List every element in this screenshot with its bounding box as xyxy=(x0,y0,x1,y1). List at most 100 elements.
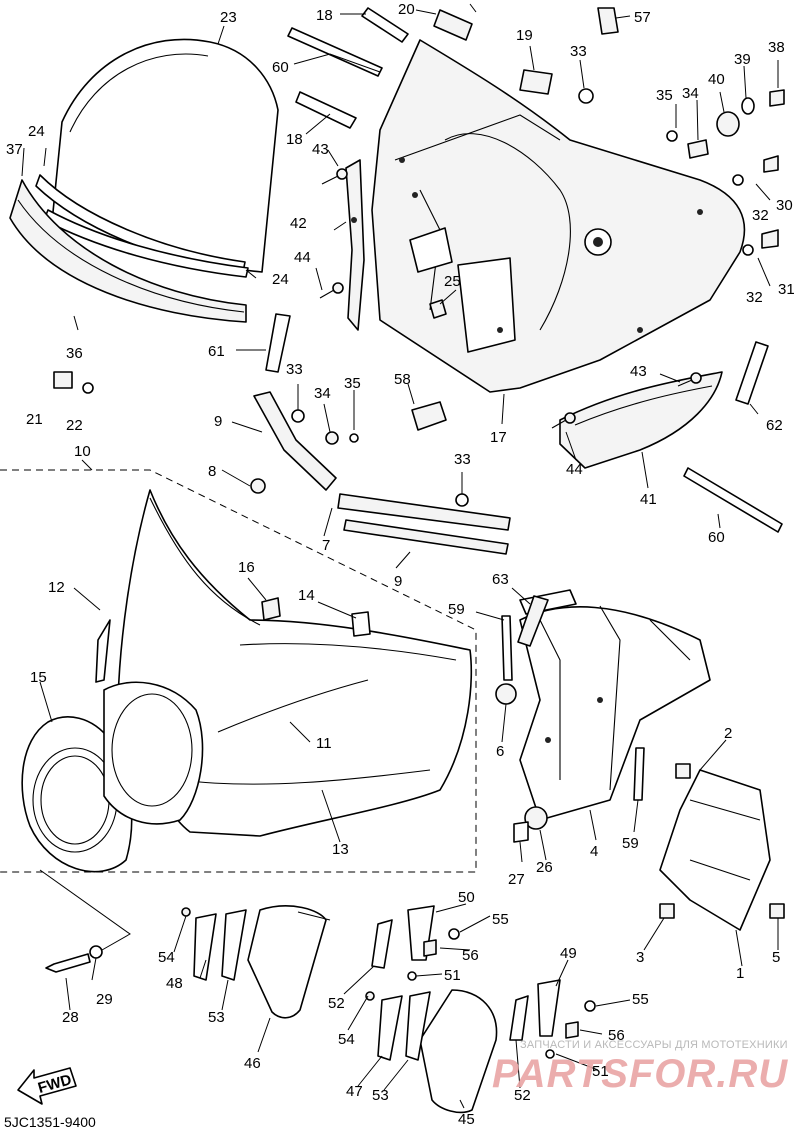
callout-10: 10 xyxy=(74,443,91,460)
callout-43: 43 xyxy=(630,363,647,380)
pins xyxy=(501,595,645,801)
small-brackets xyxy=(411,299,447,431)
callout-51: 51 xyxy=(592,1063,609,1080)
callout-9: 9 xyxy=(394,573,402,590)
callout-7: 7 xyxy=(322,537,330,554)
callout-9: 9 xyxy=(214,413,222,430)
callout-25: 25 xyxy=(444,273,461,290)
callout-14: 14 xyxy=(298,587,315,604)
callout-30: 30 xyxy=(776,197,793,214)
callout-5: 5 xyxy=(772,949,780,966)
callout-50: 50 xyxy=(458,889,475,906)
callout-55: 55 xyxy=(632,991,649,1008)
fwd-arrow: FWD xyxy=(17,1067,77,1105)
callout-43: 43 xyxy=(312,141,329,158)
callout-40: 40 xyxy=(708,71,725,88)
callout-35: 35 xyxy=(344,375,361,392)
callout-59: 59 xyxy=(622,835,639,852)
lower-panel-left xyxy=(193,905,327,1019)
callout-33: 33 xyxy=(570,43,587,60)
callout-11: 11 xyxy=(316,735,332,752)
callout-57: 57 xyxy=(634,9,651,26)
callout-numbers: 23 18 20 57 19 33 60 38 39 40 35 34 24 3… xyxy=(6,1,795,1128)
callout-16: 16 xyxy=(238,559,255,576)
callout-1: 1 xyxy=(736,965,744,982)
callout-46: 46 xyxy=(244,1055,261,1072)
callout-15: 15 xyxy=(30,669,47,686)
leader-lines xyxy=(21,3,779,1109)
cowling-stay xyxy=(253,391,511,555)
callout-53: 53 xyxy=(208,1009,225,1026)
side-bracket xyxy=(345,159,365,331)
rim-bolt xyxy=(45,945,103,973)
callout-31: 31 xyxy=(778,281,795,298)
windshield-garnish xyxy=(9,179,247,323)
callout-17: 17 xyxy=(490,429,507,446)
callout-48: 48 xyxy=(166,975,183,992)
callout-54: 54 xyxy=(338,1031,355,1048)
callout-19: 19 xyxy=(516,27,533,44)
callout-42: 42 xyxy=(290,215,307,232)
clip-nut xyxy=(597,7,619,35)
callout-4: 4 xyxy=(590,843,598,860)
sub-stay xyxy=(659,769,771,931)
callout-35: 35 xyxy=(656,87,673,104)
callout-39: 39 xyxy=(734,51,751,68)
callout-60: 60 xyxy=(272,59,289,76)
callout-21: 21 xyxy=(26,411,43,428)
callout-61: 61 xyxy=(208,343,225,360)
callout-28: 28 xyxy=(62,1009,79,1026)
cowling-fasteners xyxy=(261,597,371,637)
callout-45: 45 xyxy=(458,1111,475,1128)
callout-33: 33 xyxy=(286,361,303,378)
windshield-trim xyxy=(35,174,249,278)
callout-44: 44 xyxy=(566,461,583,478)
watermark-tagline: ЗАПЧАСТИ И АКСЕССУАРЫ ДЛЯ МОТОТЕХНИКИ xyxy=(520,1039,788,1051)
callout-63: 63 xyxy=(492,571,509,588)
callout-51: 51 xyxy=(444,967,461,984)
callout-18: 18 xyxy=(286,131,303,148)
callout-47: 47 xyxy=(346,1083,363,1100)
callout-20: 20 xyxy=(398,1,415,18)
watermark-logo: PARTSFOR.RU xyxy=(492,1052,789,1096)
upper-fasteners xyxy=(578,88,785,256)
dampers xyxy=(495,683,548,843)
grommets xyxy=(433,9,553,95)
callout-8: 8 xyxy=(208,463,216,480)
callout-3: 3 xyxy=(636,949,644,966)
callout-6: 6 xyxy=(496,743,504,760)
callout-52: 52 xyxy=(514,1087,531,1104)
callout-54: 54 xyxy=(158,949,175,966)
panel-screws xyxy=(319,168,702,429)
rubber-pads xyxy=(265,7,769,405)
front-cowling-group-box xyxy=(0,469,477,873)
side-cover xyxy=(559,371,723,469)
callout-34: 34 xyxy=(682,85,699,102)
callout-33: 33 xyxy=(454,451,471,468)
callout-49: 49 xyxy=(560,945,577,962)
side-strip xyxy=(95,619,111,683)
stay-fasteners xyxy=(53,371,469,507)
stay-frame xyxy=(519,589,711,821)
callout-38: 38 xyxy=(768,39,785,56)
callout-62: 62 xyxy=(766,417,783,434)
callout-41: 41 xyxy=(640,491,657,508)
inner-panel xyxy=(371,39,746,393)
callout-18: 18 xyxy=(316,7,333,24)
callout-36: 36 xyxy=(66,345,83,362)
callout-52: 52 xyxy=(328,995,345,1012)
callout-53: 53 xyxy=(372,1087,389,1104)
callout-32: 32 xyxy=(752,207,769,224)
callout-24: 24 xyxy=(28,123,45,140)
callout-24: 24 xyxy=(272,271,289,288)
callout-23: 23 xyxy=(220,9,237,26)
callout-56: 56 xyxy=(462,947,479,964)
callout-32: 32 xyxy=(746,289,763,306)
callout-60: 60 xyxy=(708,529,725,546)
callout-44: 44 xyxy=(294,249,311,266)
callout-22: 22 xyxy=(66,417,83,434)
callout-13: 13 xyxy=(332,841,349,858)
callout-55: 55 xyxy=(492,911,509,928)
headlight-mount xyxy=(103,681,204,825)
